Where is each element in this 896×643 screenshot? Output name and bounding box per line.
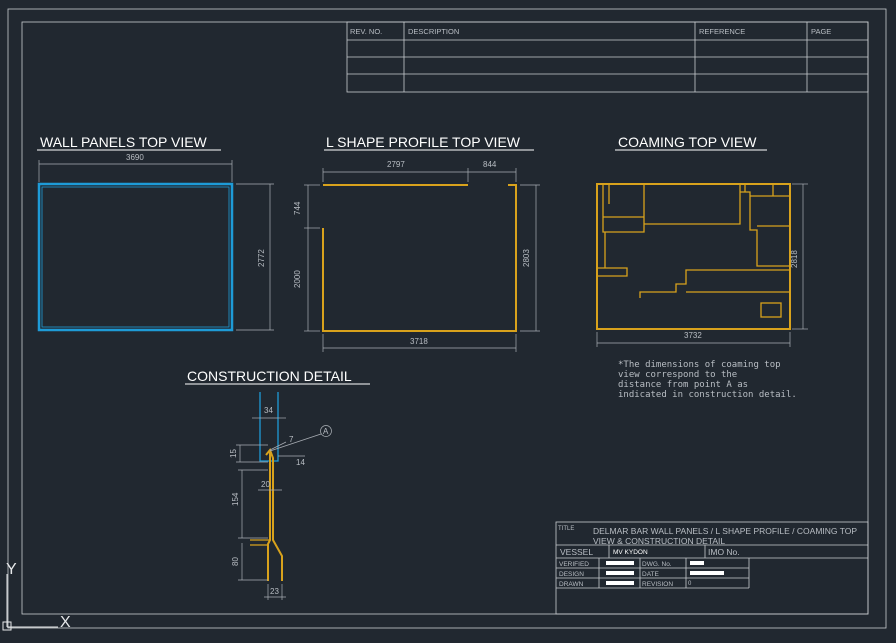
coaming-bottom-dim: 3732	[684, 331, 702, 340]
coaming-internal-lines	[597, 184, 790, 318]
coaming-outline[interactable]	[596, 183, 791, 330]
revision-table: REV. NO. DESCRIPTION REFERENCE PAGE	[346, 21, 869, 93]
vessel-value: MV KYDON	[613, 549, 648, 556]
outer-frame	[7, 8, 887, 629]
dwg-no-label: DWG. No.	[642, 561, 672, 568]
rev-no-header: REV. NO.	[350, 27, 382, 36]
l-shape-top-right-dim: 844	[483, 160, 497, 169]
l-shape-left-lower-dim: 2000	[293, 270, 302, 288]
imo-label: IMO No.	[708, 547, 740, 557]
title-label: TITLE	[558, 526, 574, 532]
verified-redaction	[606, 561, 634, 565]
date-redaction	[690, 571, 724, 575]
dim-7: 7	[289, 435, 294, 444]
ucs-x-label: X	[60, 614, 71, 631]
wall-panels-title: WALL PANELS TOP VIEW	[40, 134, 208, 150]
dwg-no-redaction	[690, 561, 704, 565]
l-shape-title: L SHAPE PROFILE TOP VIEW	[326, 134, 521, 150]
l-shape-view: L SHAPE PROFILE TOP VIEW 2797 844 744 20…	[293, 134, 540, 352]
verified-label: VERIFIED	[559, 561, 589, 568]
drawn-redaction	[606, 581, 634, 585]
design-label: DESIGN	[559, 571, 584, 578]
wall-panels-width-dim: 3690	[126, 153, 144, 162]
date-label: DATE	[642, 571, 660, 578]
dim-15: 15	[229, 449, 238, 458]
coaming-note-line-2: view correspond to the	[618, 370, 737, 380]
construction-title: CONSTRUCTION DETAIL	[187, 368, 352, 384]
coaming-view: COAMING TOP VIEW 3732 2818	[596, 134, 808, 400]
reference-header: REFERENCE	[699, 27, 745, 36]
construction-detail-view: CONSTRUCTION DETAIL 34 7 14 15 20 154 80	[185, 368, 370, 600]
dim-23: 23	[270, 587, 279, 596]
ucs-y-label: Y	[6, 561, 17, 578]
l-shape-profile[interactable]	[322, 184, 517, 332]
description-header: DESCRIPTION	[408, 27, 459, 36]
wall-panel-outline[interactable]	[37, 182, 234, 332]
coaming-note-line-1: *The dimensions of coaming top	[618, 360, 781, 370]
drawing-title-line-2: VIEW & CONSTRUCTION DETAIL	[593, 536, 725, 546]
revision-value: 0	[688, 581, 692, 587]
drawing-title-line-1: DELMAR BAR WALL PANELS / L SHAPE PROFILE…	[593, 526, 857, 536]
point-a-label: A	[323, 427, 329, 436]
revision-label: REVISION	[642, 581, 673, 588]
title-block: TITLE DELMAR BAR WALL PANELS / L SHAPE P…	[555, 521, 869, 615]
dim-34: 34	[264, 406, 273, 415]
dim-14: 14	[296, 458, 305, 467]
point-a-callout[interactable]	[320, 425, 332, 437]
drawn-label: DRAWN	[559, 581, 584, 588]
page-header: PAGE	[811, 27, 831, 36]
l-shape-right-dim: 2803	[522, 249, 531, 267]
ucs-icon: Y X	[2, 561, 71, 631]
vessel-label: VESSEL	[560, 547, 593, 557]
l-shape-bottom-dim: 3718	[410, 337, 428, 346]
design-redaction	[606, 571, 634, 575]
l-shape-top-left-dim: 2797	[387, 160, 405, 169]
dim-20: 20	[261, 480, 270, 489]
wall-panels-view: WALL PANELS TOP VIEW 3690 2772	[37, 134, 274, 332]
coaming-note-line-4: indicated in construction detail.	[618, 390, 797, 400]
dim-80: 80	[231, 557, 240, 566]
coaming-right-dim: 2818	[790, 250, 799, 268]
coaming-note-line-3: distance from point A as	[618, 380, 748, 390]
coaming-title: COAMING TOP VIEW	[618, 134, 757, 150]
dim-154: 154	[231, 492, 240, 506]
l-shape-left-upper-dim: 744	[293, 201, 302, 215]
wall-panels-height-dim: 2772	[257, 249, 266, 267]
